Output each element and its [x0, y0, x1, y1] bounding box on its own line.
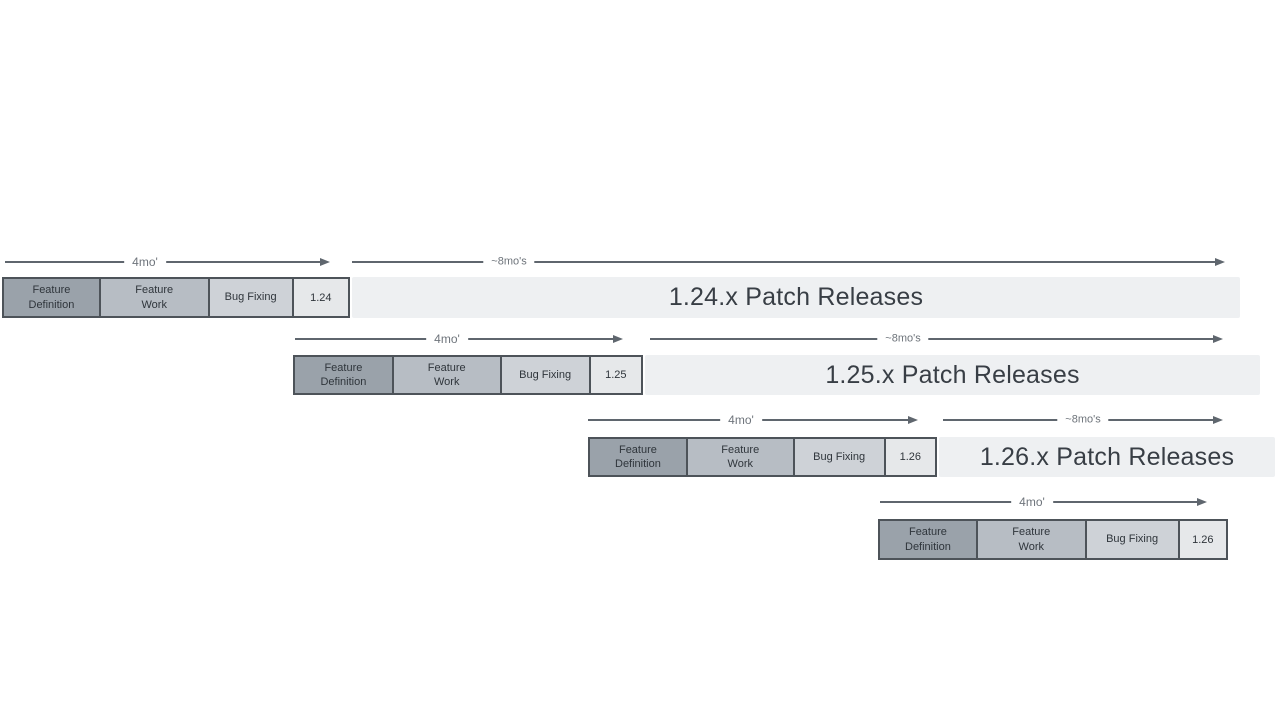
phase-label: Feature Work: [135, 284, 174, 311]
arrow-line: [352, 261, 1220, 263]
phase-bug-fixing: Bug Fixing: [794, 439, 886, 475]
phase-feature-definition: Feature Definition: [4, 279, 101, 316]
phase-label: Feature Work: [721, 443, 760, 470]
phase-feature-definition: Feature Definition: [590, 439, 688, 475]
version-label: 1.25: [605, 369, 627, 381]
phase-label: Bug Fixing: [1106, 533, 1159, 546]
version-box: 1.25: [590, 357, 641, 393]
phase-label: Feature Work: [427, 361, 466, 388]
dev-duration-arrow-next: 4mo': [880, 493, 1207, 511]
version-label: 1.26: [899, 451, 922, 463]
phase-label: Feature Work: [1012, 526, 1051, 553]
version-box: 1.26: [885, 439, 936, 475]
release-cycle-bar-1-24: Feature Definition Feature Work Bug Fixi…: [2, 277, 350, 318]
dev-duration-arrow-1-25: 4mo': [295, 330, 623, 348]
dev-duration-label: 4mo': [124, 256, 166, 268]
phase-label: Bug Fixing: [224, 291, 277, 304]
dev-duration-label: 4mo': [1011, 496, 1053, 508]
version-label: 1.24: [310, 291, 332, 304]
version-box: 1.26: [1179, 521, 1227, 558]
phase-label: Feature Definition: [28, 284, 75, 311]
phase-bug-fixing: Bug Fixing: [501, 357, 591, 393]
phase-feature-work: Feature Work: [687, 439, 795, 475]
dev-duration-label: 4mo': [720, 414, 762, 426]
version-box: 1.24: [293, 279, 348, 316]
arrow-head-icon: [613, 335, 623, 343]
release-cycle-bar-1-25: Feature Definition Feature Work Bug Fixi…: [293, 355, 643, 395]
patch-duration-arrow-1-25: ~8mo's: [650, 330, 1223, 348]
arrow-head-icon: [1213, 335, 1223, 343]
arrow-head-icon: [1213, 416, 1223, 424]
phase-feature-work: Feature Work: [977, 521, 1087, 558]
patch-releases-bar-1-24: 1.24.x Patch Releases: [352, 277, 1240, 318]
release-cycle-bar-next: Feature Definition Feature Work Bug Fixi…: [878, 519, 1228, 560]
phase-label: Feature Definition: [320, 361, 367, 388]
phase-label: Feature Definition: [905, 526, 951, 553]
patch-releases-bar-1-26: 1.26.x Patch Releases: [939, 437, 1275, 477]
phase-label: Bug Fixing: [519, 368, 572, 381]
patch-releases-bar-1-25: 1.25.x Patch Releases: [645, 355, 1260, 395]
phase-label: Feature Definition: [615, 443, 661, 470]
version-label: 1.26: [1192, 533, 1214, 546]
phase-label: Bug Fixing: [813, 450, 866, 463]
release-cycle-bar-1-26: Feature Definition Feature Work Bug Fixi…: [588, 437, 937, 477]
arrow-head-icon: [1215, 258, 1225, 266]
dev-duration-label: 4mo': [426, 333, 468, 345]
phase-bug-fixing: Bug Fixing: [209, 279, 294, 316]
arrow-head-icon: [1197, 498, 1207, 506]
phase-bug-fixing: Bug Fixing: [1086, 521, 1180, 558]
phase-feature-work: Feature Work: [100, 279, 210, 316]
arrow-head-icon: [908, 416, 918, 424]
arrow-line: [650, 338, 1218, 340]
dev-duration-arrow-1-24: 4mo': [5, 253, 330, 271]
patch-duration-label: ~8mo's: [877, 333, 929, 345]
patch-duration-arrow-1-26: ~8mo's: [943, 411, 1223, 429]
phase-feature-work: Feature Work: [393, 357, 502, 393]
phase-feature-definition: Feature Definition: [880, 521, 978, 558]
arrow-head-icon: [320, 258, 330, 266]
phase-feature-definition: Feature Definition: [295, 357, 394, 393]
patch-duration-label: ~8mo's: [483, 256, 535, 268]
dev-duration-arrow-1-26: 4mo': [588, 411, 918, 429]
patch-duration-arrow-1-24: ~8mo's: [352, 253, 1225, 271]
patch-duration-label: ~8mo's: [1057, 414, 1109, 426]
